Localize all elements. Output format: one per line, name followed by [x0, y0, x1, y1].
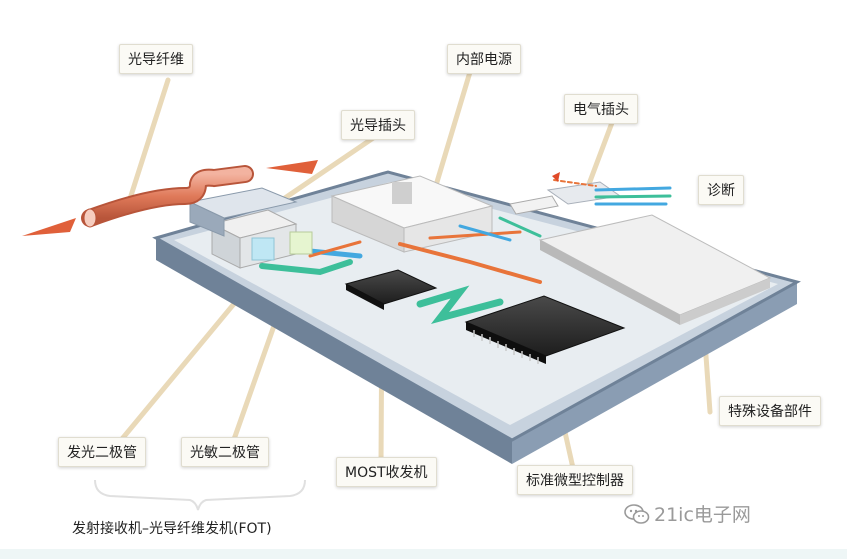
fiber-out-arrow-icon [22, 218, 76, 236]
diagnostic-lines [553, 179, 672, 206]
special-component [538, 214, 772, 325]
label-power-supply: 内部电源 [447, 44, 521, 74]
fiber-in-arrow-icon [266, 160, 318, 174]
label-photodiode: 光敏二极管 [181, 437, 269, 467]
fot-block [210, 209, 313, 269]
plug-marker-icon [552, 172, 560, 182]
label-fot: 发射接收机–光导纤维发机(FOT) [72, 521, 272, 537]
signal-paths [259, 216, 542, 325]
most-transceiver-chip [344, 269, 438, 310]
label-most-transceiver: MOST收发机 [336, 457, 437, 487]
label-special-component: 特殊设备部件 [719, 396, 821, 426]
watermark: 21ic电子网 [624, 500, 751, 527]
label-electrical-plug: 电气插头 [564, 94, 638, 124]
label-optical-fiber: 光导纤维 [119, 44, 193, 74]
group-bracket [94, 479, 306, 511]
fiber-plug-housing [188, 187, 298, 237]
label-fiber-plug: 光导插头 [341, 110, 415, 140]
label-microcontroller: 标准微型控制器 [517, 465, 633, 495]
label-led: 发光二极管 [58, 437, 146, 467]
microcontroller-chip [464, 295, 626, 364]
power-supply [330, 175, 494, 253]
wechat-icon [624, 503, 650, 524]
optical-fiber [81, 165, 254, 228]
watermark-text: 21ic电子网 [654, 504, 751, 526]
bottom-bar [0, 549, 847, 559]
label-diagnosis: 诊断 [698, 175, 744, 205]
